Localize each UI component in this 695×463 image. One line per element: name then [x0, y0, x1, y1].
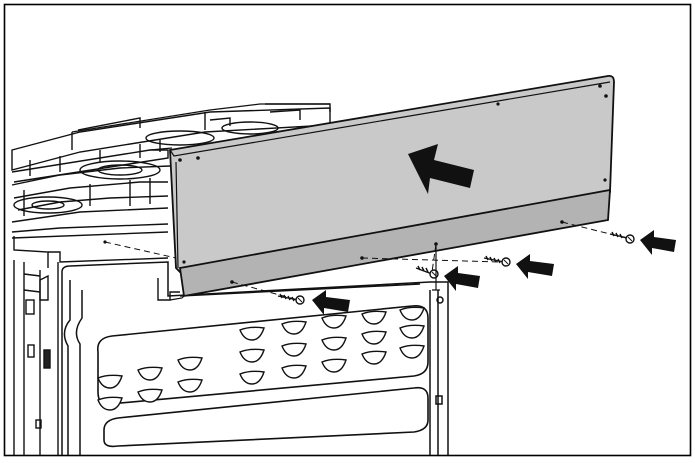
oven-back-panel — [61, 261, 449, 455]
screw-icon — [609, 231, 635, 244]
range-body-side — [13, 236, 169, 455]
panel-support-line — [432, 246, 440, 291]
screw-pointer-arrow — [312, 290, 350, 315]
oven-back-vents — [97, 306, 425, 411]
push-direction-arrow — [408, 144, 474, 194]
screw-icon — [277, 293, 305, 305]
screw-pointer-arrow — [516, 254, 554, 279]
backguard-panel — [103, 74, 615, 301]
cooktop-grate — [71, 103, 330, 151]
screw-icon — [483, 255, 511, 267]
cooktop-grate — [11, 103, 331, 239]
screw-pointer-arrow — [640, 230, 676, 255]
panel-holes — [103, 84, 608, 264]
screw-pointer-arrows — [312, 230, 676, 315]
screw-pointer-arrow — [444, 266, 480, 291]
backguard-panel-lower-lip — [178, 188, 611, 298]
